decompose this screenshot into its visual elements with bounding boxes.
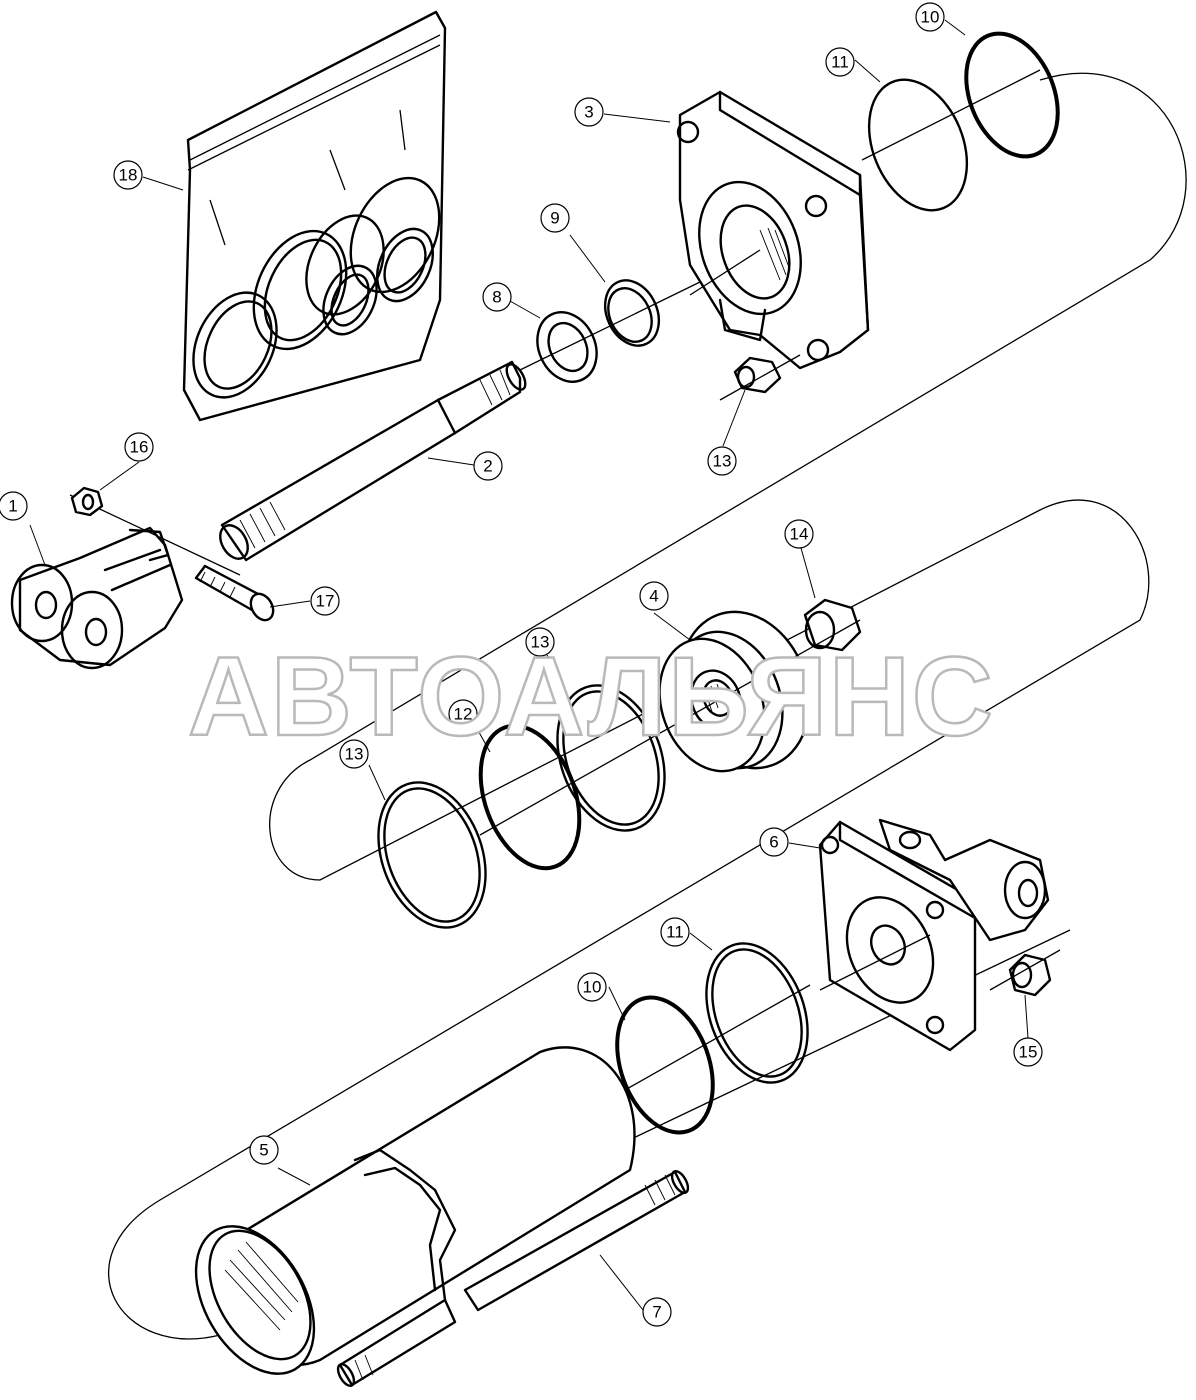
svg-text:13: 13 bbox=[345, 745, 364, 764]
centerline bbox=[519, 281, 701, 371]
svg-text:11: 11 bbox=[831, 53, 849, 72]
svg-text:15: 15 bbox=[1019, 1043, 1038, 1062]
callout-11-bottom: 11 bbox=[660, 917, 690, 947]
piston bbox=[658, 610, 811, 773]
callout-9: 9 bbox=[540, 203, 570, 233]
centerline bbox=[861, 69, 1041, 161]
callout-13-lower: 13 bbox=[339, 739, 369, 769]
wiper-seal bbox=[603, 279, 661, 347]
backup-ring-top bbox=[867, 78, 969, 212]
piston-o-ring bbox=[478, 723, 582, 871]
piston-seal-ring bbox=[556, 684, 666, 832]
svg-text:8: 8 bbox=[492, 288, 501, 307]
centerline bbox=[819, 934, 931, 991]
svg-text:13: 13 bbox=[713, 452, 732, 471]
centerline bbox=[624, 984, 811, 1091]
svg-text:9: 9 bbox=[550, 209, 559, 228]
lock-nut-rod-cap bbox=[719, 354, 801, 401]
centerline bbox=[479, 619, 861, 836]
svg-text:14: 14 bbox=[790, 525, 809, 544]
svg-text:1: 1 bbox=[8, 497, 17, 516]
centerline bbox=[689, 249, 761, 296]
callout-8: 8 bbox=[482, 282, 512, 312]
callout-2: 2 bbox=[473, 451, 503, 481]
tie-rod bbox=[336, 1169, 690, 1388]
callout-16: 16 bbox=[124, 432, 154, 462]
callout-5: 5 bbox=[249, 1135, 279, 1165]
callout-18: 18 bbox=[113, 160, 143, 190]
callout-14: 14 bbox=[784, 519, 814, 549]
svg-text:13: 13 bbox=[531, 633, 550, 652]
piston-wear-ring-inner bbox=[383, 787, 481, 923]
clevis-bolt bbox=[194, 564, 275, 622]
callout-1: 1 bbox=[0, 491, 28, 521]
svg-text:3: 3 bbox=[584, 103, 593, 122]
callout-6: 6 bbox=[759, 827, 789, 857]
callout-10-bottom: 10 bbox=[577, 972, 607, 1002]
svg-text:18: 18 bbox=[119, 166, 138, 185]
svg-text:6: 6 bbox=[769, 833, 778, 852]
assembly-outline-loop bbox=[107, 72, 1187, 1340]
clevis-nut bbox=[70, 486, 104, 517]
piston-rod bbox=[219, 360, 527, 562]
callout-11-top: 11 bbox=[825, 47, 855, 77]
svg-text:5: 5 bbox=[259, 1141, 268, 1160]
callout-15: 15 bbox=[1013, 1037, 1043, 1067]
callout-13-piston: 13 bbox=[525, 627, 555, 657]
svg-text:12: 12 bbox=[454, 705, 473, 724]
piston-wear-ring bbox=[377, 781, 487, 929]
base-cap-nut bbox=[989, 949, 1061, 997]
o-ring-top bbox=[964, 31, 1060, 159]
base-end-cap bbox=[818, 818, 1050, 1052]
svg-text:10: 10 bbox=[583, 978, 602, 997]
svg-text:2: 2 bbox=[483, 457, 492, 476]
svg-text:4: 4 bbox=[649, 587, 658, 606]
svg-text:11: 11 bbox=[666, 923, 684, 942]
svg-text:17: 17 bbox=[316, 592, 335, 611]
wiper-seal-inner bbox=[607, 287, 653, 343]
backup-ring-bottom-inner bbox=[711, 948, 803, 1078]
callout-17: 17 bbox=[310, 586, 340, 616]
svg-text:10: 10 bbox=[921, 8, 940, 27]
watermark-text: АВТОАЛЬЯНС bbox=[188, 634, 995, 759]
svg-text:16: 16 bbox=[130, 438, 149, 457]
callout-13-nut: 13 bbox=[707, 446, 737, 476]
rod-clevis bbox=[10, 526, 184, 670]
callout-7: 7 bbox=[642, 1297, 672, 1327]
callout-4: 4 bbox=[639, 581, 669, 611]
svg-text:7: 7 bbox=[652, 1303, 661, 1322]
cylinder-tube bbox=[194, 1046, 636, 1375]
o-ring-bottom bbox=[615, 995, 715, 1135]
rod-end-cap bbox=[676, 90, 870, 370]
callout-10-top: 10 bbox=[915, 2, 945, 32]
backup-ring-bottom bbox=[705, 942, 809, 1084]
callout-12: 12 bbox=[448, 699, 478, 729]
seal-kit-bag bbox=[182, 10, 447, 422]
leader-lines bbox=[29, 19, 1029, 1311]
callout-3: 3 bbox=[574, 97, 604, 127]
